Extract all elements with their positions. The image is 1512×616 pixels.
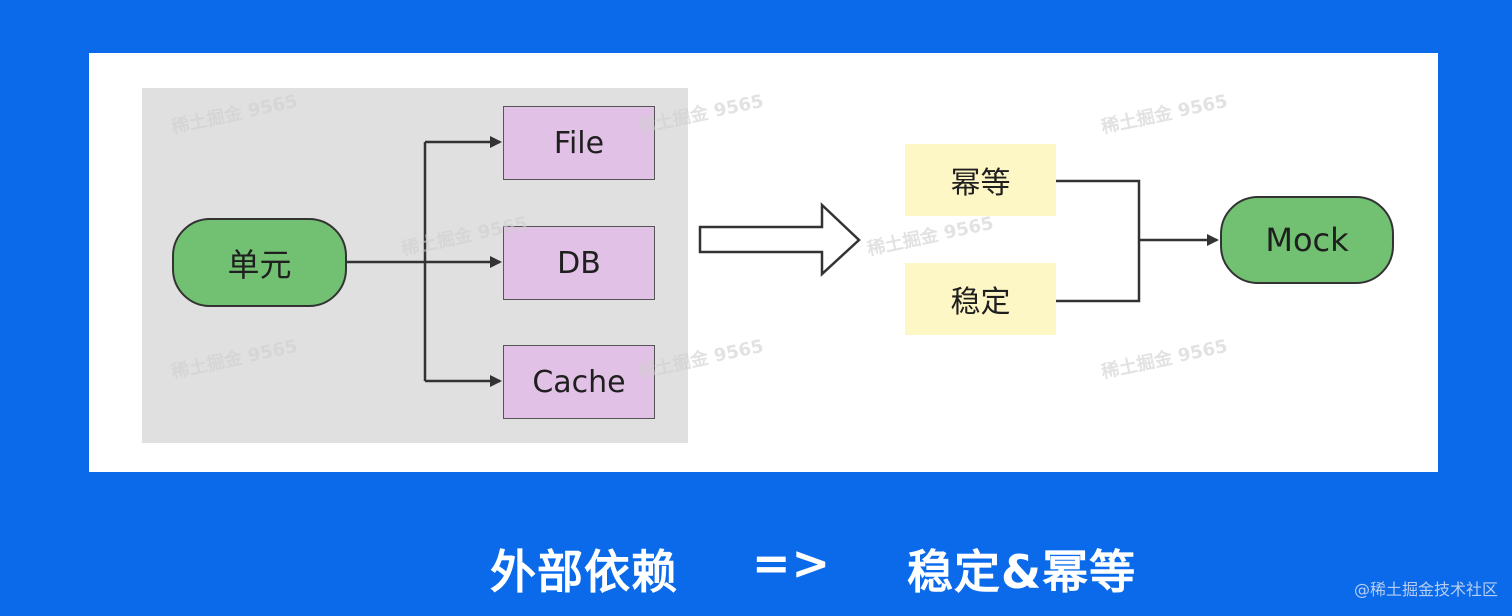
stable-node: 稳定 — [905, 263, 1056, 335]
caption-arrow: => — [752, 536, 832, 590]
mock-node: Mock — [1220, 196, 1394, 284]
unit-node: 单元 — [172, 218, 347, 307]
file-node: File — [503, 106, 655, 180]
idempotent-node: 幂等 — [905, 144, 1056, 216]
credit-text: @稀土掘金技术社区 — [1353, 580, 1498, 599]
edge-merge — [1056, 179, 1141, 303]
db-node: DB — [503, 226, 655, 300]
caption-right: 稳定&幂等 — [907, 545, 1137, 599]
caption-left: 外部依赖 — [490, 545, 678, 599]
transform-arrow — [698, 202, 861, 277]
cache-node: Cache — [503, 345, 655, 419]
